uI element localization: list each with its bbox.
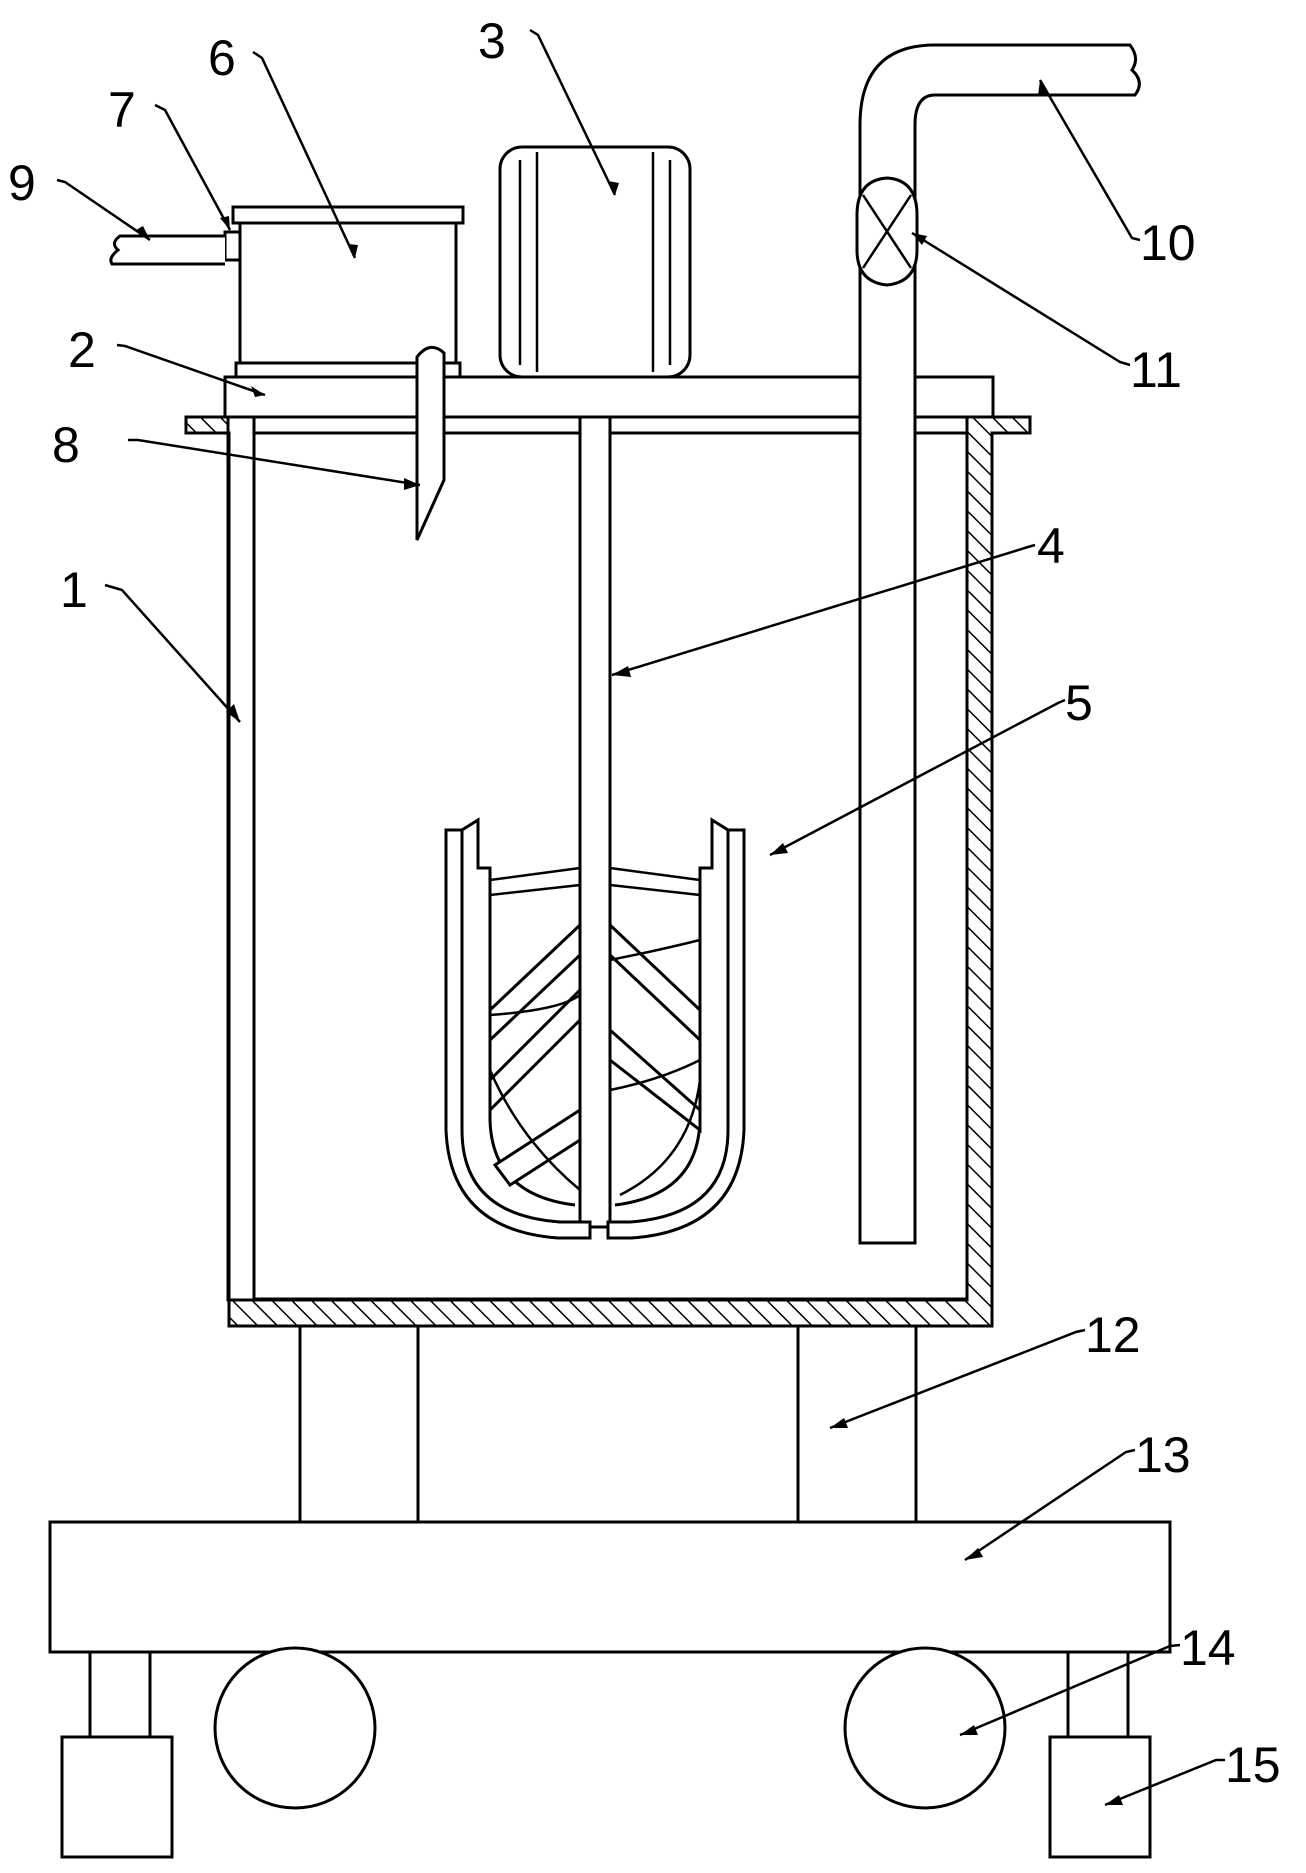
wheels	[213, 1646, 1007, 1810]
label-6: 6	[208, 30, 236, 86]
valve	[855, 176, 919, 287]
label-10: 10	[1140, 215, 1196, 271]
label-11: 11	[1130, 342, 1182, 398]
label-13: 13	[1135, 1427, 1191, 1483]
label-5: 5	[1065, 675, 1093, 731]
suction-pipe	[858, 43, 1141, 1245]
feed-tube	[415, 345, 446, 541]
inlet-port	[223, 230, 242, 262]
support-legs	[298, 1324, 918, 1524]
arrow-heads	[136, 80, 1123, 1805]
feed-hopper	[231, 205, 465, 379]
label-1: 1	[60, 562, 88, 618]
label-4: 4	[1037, 518, 1065, 574]
label-14: 14	[1180, 1620, 1236, 1676]
leveling-feet	[60, 1650, 1152, 1859]
label-12: 12	[1085, 1307, 1141, 1363]
label-8: 8	[52, 417, 80, 473]
leader-lines	[56, 28, 1225, 1807]
label-3: 3	[478, 13, 506, 69]
base-platform	[48, 1520, 1172, 1654]
label-9: 9	[8, 155, 36, 211]
label-2: 2	[68, 322, 96, 378]
stirring-shaft	[578, 415, 612, 1229]
stirring-blades	[444, 817, 746, 1240]
motor	[498, 145, 692, 379]
part-labels: 1 2 3 4 5 6 7 8 9 10 11 12 13 14 15	[8, 13, 1281, 1793]
label-7: 7	[108, 82, 136, 138]
feed-pipe	[109, 234, 225, 266]
label-15: 15	[1225, 1737, 1281, 1793]
